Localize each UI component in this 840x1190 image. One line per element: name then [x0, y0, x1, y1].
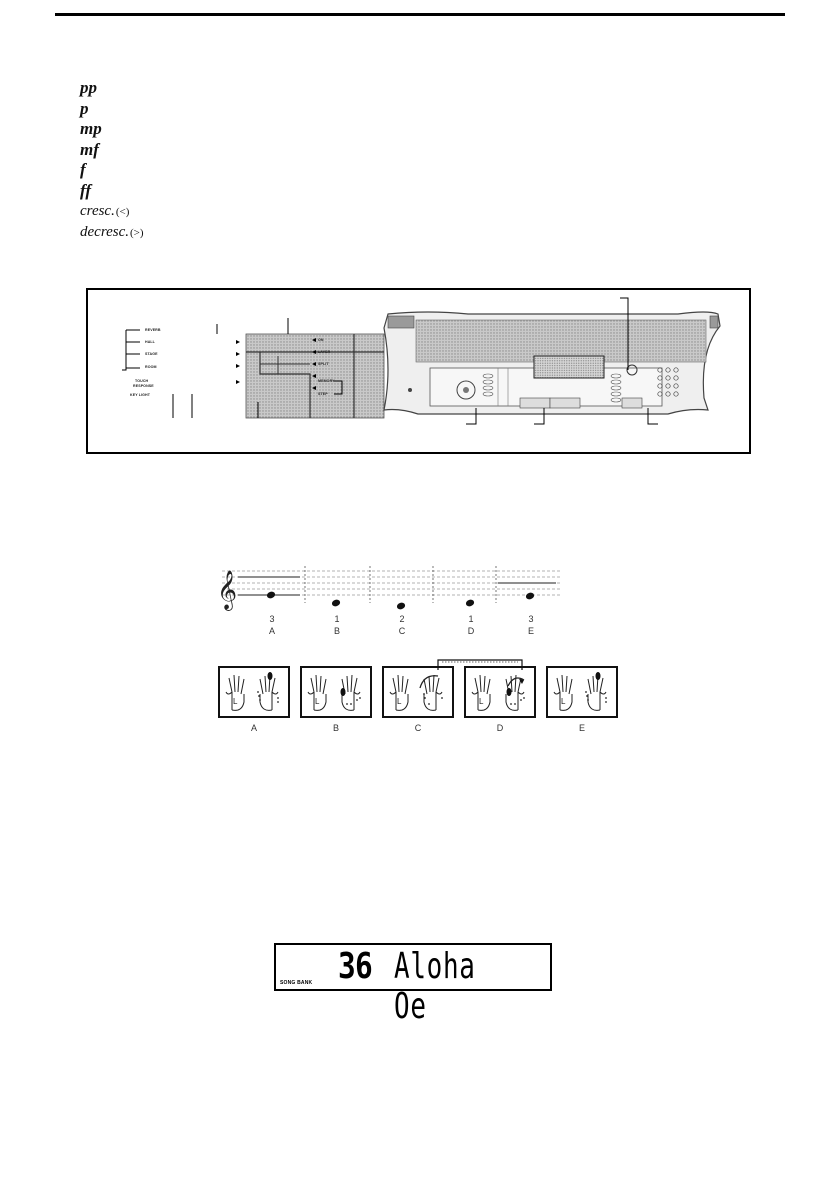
lcd-display: SONG BANK 36 Aloha Oe	[274, 943, 552, 1027]
lcd-detail	[122, 318, 385, 419]
label-response: RESPONSE	[133, 384, 154, 388]
dynamic-decresc: decresc.(>)	[80, 223, 144, 240]
label-reverb: REVERB	[145, 328, 161, 332]
dynamic-mp: mp	[80, 119, 102, 138]
finger-number: 3	[528, 614, 534, 624]
dynamic-pp: pp	[80, 78, 97, 97]
svg-text:L: L	[315, 697, 320, 706]
label-on: ON	[318, 338, 324, 342]
label-layer: LAYER	[318, 350, 331, 354]
dynamics-list: pp p mp mf f ff cresc.(<) decresc.(>)	[80, 78, 144, 242]
dynamic-cresc: cresc.(<)	[80, 203, 130, 219]
dynamic-mf: mf	[80, 139, 99, 159]
panel-illustration	[122, 297, 721, 425]
treble-clef-icon: 𝄞	[217, 570, 237, 611]
hand-position-e: L	[546, 666, 618, 718]
lcd-song-bank-label: SONG BANK	[280, 980, 313, 986]
label-key-light: KEY LIGHT	[130, 393, 151, 397]
note-b	[331, 599, 341, 607]
note-e	[525, 592, 535, 600]
note-letter: B	[333, 626, 340, 636]
note-letter: C	[398, 626, 406, 636]
hand-position-a: L	[218, 666, 290, 718]
note-letter: A	[268, 626, 275, 636]
svg-text:L: L	[479, 697, 484, 706]
panel-figure-frame: REVERB HALL STAGE ROOM TOUCH RESPONSE KE…	[86, 288, 751, 454]
svg-text:L: L	[397, 697, 402, 706]
top-rule	[55, 13, 785, 16]
finger-number: 2	[399, 614, 405, 624]
dynamic-f: f	[80, 160, 86, 179]
label-stage: STAGE	[145, 352, 158, 356]
dynamic-ff: ff	[80, 180, 92, 200]
note-letter: E	[527, 626, 534, 636]
label-touch: TOUCH	[135, 379, 149, 383]
note-c	[396, 602, 406, 610]
hand-letter: B	[332, 723, 339, 733]
label-hall: HALL	[145, 340, 155, 344]
label-split: SPLIT	[318, 362, 329, 366]
hand-letter: D	[496, 723, 504, 733]
hand-letter: E	[578, 723, 585, 733]
note-letter: D	[467, 626, 475, 636]
finger-number: 1	[468, 614, 474, 624]
dynamic-p: p	[80, 98, 89, 118]
note-d	[465, 599, 475, 607]
hand-position-c: L	[382, 666, 454, 718]
hand-letter: A	[250, 723, 257, 733]
hand-letter: C	[414, 723, 422, 733]
finger-number: 3	[269, 614, 275, 624]
label-room: ROOM	[145, 365, 157, 369]
hand-position-b: L	[300, 666, 372, 718]
finger-number: 1	[334, 614, 340, 624]
note-a	[266, 591, 276, 599]
lcd-song-name: Aloha Oe	[394, 946, 476, 1027]
svg-text:L: L	[561, 697, 566, 706]
lcd-song-number: 36	[338, 946, 373, 987]
console-illustration	[383, 297, 721, 425]
label-step: STEP	[318, 392, 328, 396]
label-memory: MEMORY	[318, 379, 335, 383]
hand-position-d: L	[464, 666, 536, 718]
svg-text:L: L	[233, 697, 238, 706]
